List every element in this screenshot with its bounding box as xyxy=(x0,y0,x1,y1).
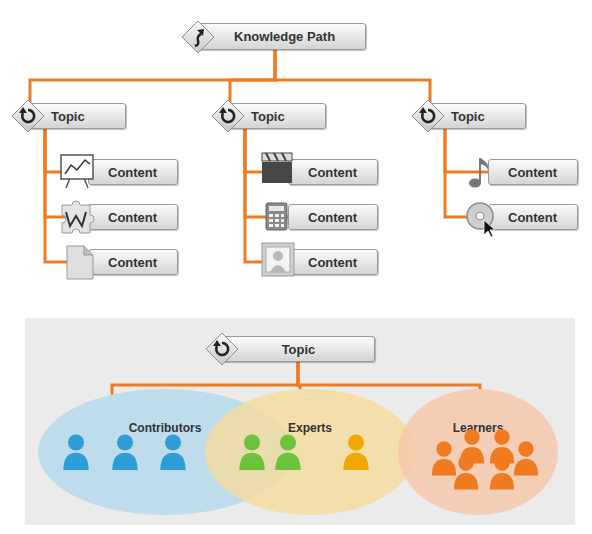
icon-part xyxy=(269,206,284,211)
content-box: Content xyxy=(288,159,378,185)
calculator-icon xyxy=(266,203,287,230)
icon-part xyxy=(269,214,284,227)
node-label: Knowledge Path xyxy=(234,29,335,44)
tree-connector xyxy=(298,362,480,389)
tree-connector xyxy=(275,50,430,103)
node-label: Content xyxy=(108,255,157,270)
cycle-arrow-head xyxy=(219,107,227,113)
diamond-shape xyxy=(212,100,244,132)
diamond-shape xyxy=(182,21,214,53)
node-label: Topic xyxy=(51,109,85,124)
diamond-icon xyxy=(212,100,244,132)
path-box: Knowledge Path xyxy=(196,23,366,50)
icon-part xyxy=(273,251,283,261)
tree-connector xyxy=(230,50,275,103)
icon-part xyxy=(65,160,90,174)
icon-part xyxy=(266,203,287,230)
node-label: Topic xyxy=(451,109,485,124)
node-label: Content xyxy=(108,165,157,180)
cycle-arrow-head xyxy=(419,107,427,113)
icon-part xyxy=(469,179,481,188)
path-arrow xyxy=(195,34,201,46)
ellipse-fill xyxy=(205,389,415,515)
node-label: Learners xyxy=(398,421,558,435)
ellipse-shape xyxy=(205,389,415,515)
tree-connector xyxy=(245,129,288,217)
tree-connector xyxy=(30,50,275,103)
node-label: Topic xyxy=(251,109,285,124)
diamond-icon xyxy=(412,100,444,132)
content-box: Content xyxy=(88,249,178,275)
ellipse-fill xyxy=(398,389,558,515)
content-box: Content xyxy=(288,249,378,275)
icon-part xyxy=(476,212,484,220)
content-box: Content xyxy=(488,204,578,230)
topic-box: Topic xyxy=(424,103,526,129)
icon-part xyxy=(66,212,86,226)
icon-part xyxy=(266,247,290,272)
ellipse-shape xyxy=(398,389,558,515)
node-label: Experts xyxy=(205,421,415,435)
music-icon xyxy=(469,158,488,188)
node-label: Content xyxy=(508,165,557,180)
icon-part xyxy=(479,158,481,183)
content-box: Content xyxy=(488,159,578,185)
path-arrow-head xyxy=(197,29,204,36)
diamond-shape xyxy=(12,100,44,132)
tree-connector xyxy=(245,129,288,172)
node-label: Content xyxy=(308,255,357,270)
group-ellipse: Learners xyxy=(398,389,558,515)
topic-box: Topic xyxy=(224,103,326,129)
node-label: Topic xyxy=(282,342,316,357)
content-box: Content xyxy=(288,204,378,230)
content-box: Content xyxy=(88,204,178,230)
content-box: Content xyxy=(88,159,178,185)
tree-connector xyxy=(445,129,488,217)
tree-connector xyxy=(45,129,88,172)
diamond-shape xyxy=(412,100,444,132)
icon-part xyxy=(270,265,286,272)
topic-box: Topic xyxy=(222,336,375,362)
node-label: Content xyxy=(308,210,357,225)
tree-connector xyxy=(45,129,88,217)
diamond-icon xyxy=(12,100,44,132)
diamond-icon xyxy=(206,333,238,365)
topic-box: Topic xyxy=(24,103,126,129)
node-label: Content xyxy=(308,165,357,180)
icon-part xyxy=(66,178,70,188)
tree-connector xyxy=(245,129,288,262)
icon-part xyxy=(266,153,286,161)
tree-connector xyxy=(445,129,488,172)
panel-background xyxy=(25,318,575,525)
cycle-arrow-head xyxy=(19,107,27,113)
tree-connector xyxy=(45,129,88,262)
diamond-icon xyxy=(182,21,214,53)
node-label: Content xyxy=(508,210,557,225)
diamond-shape xyxy=(206,333,238,365)
group-ellipse: Experts xyxy=(205,389,415,515)
cycle-arrow-head xyxy=(213,340,221,346)
tree-connector xyxy=(112,362,298,395)
node-label: Content xyxy=(108,210,157,225)
